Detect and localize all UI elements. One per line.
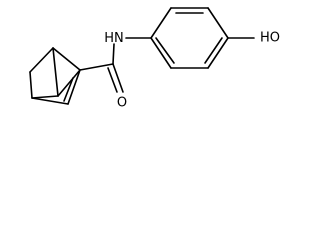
phenyl-inner-3 <box>155 37 175 64</box>
n-label: HN <box>104 31 124 46</box>
chemical-structure-diagram: HN O HO <box>29 7 280 111</box>
bond-bridge-cross <box>57 69 81 97</box>
phenyl-bond-4 <box>207 37 229 69</box>
phenyl-bond-6 <box>150 37 172 69</box>
amide-group: HN O <box>79 31 152 111</box>
carbonyl-o-label: O <box>117 96 127 111</box>
hydroxyl-label: HO <box>260 31 280 46</box>
bond-bridge-up <box>52 47 59 97</box>
bond-carbonyl-to-n <box>112 43 115 65</box>
bond-bottom <box>31 97 69 105</box>
phenyl-bond-1 <box>150 7 172 39</box>
bond-left-down <box>29 71 33 99</box>
bond-double-inner <box>63 77 74 102</box>
phenol-ring: HO <box>150 7 280 69</box>
structure-canvas: HN O HO <box>0 0 291 116</box>
phenyl-bond-3 <box>207 7 229 39</box>
norbornene-ring <box>29 47 81 105</box>
bond-bottom-left <box>31 95 59 99</box>
bond-top-right <box>52 47 81 71</box>
bond-carbonyl-c-o-double <box>107 67 118 93</box>
phenyl-inner-2 <box>204 37 223 64</box>
bond-ring-to-carbonyl <box>79 63 114 71</box>
bond-carbonyl-c-o <box>112 63 124 93</box>
bond-bridgehead-top-left <box>29 47 54 73</box>
bond-right-lower <box>67 69 81 105</box>
